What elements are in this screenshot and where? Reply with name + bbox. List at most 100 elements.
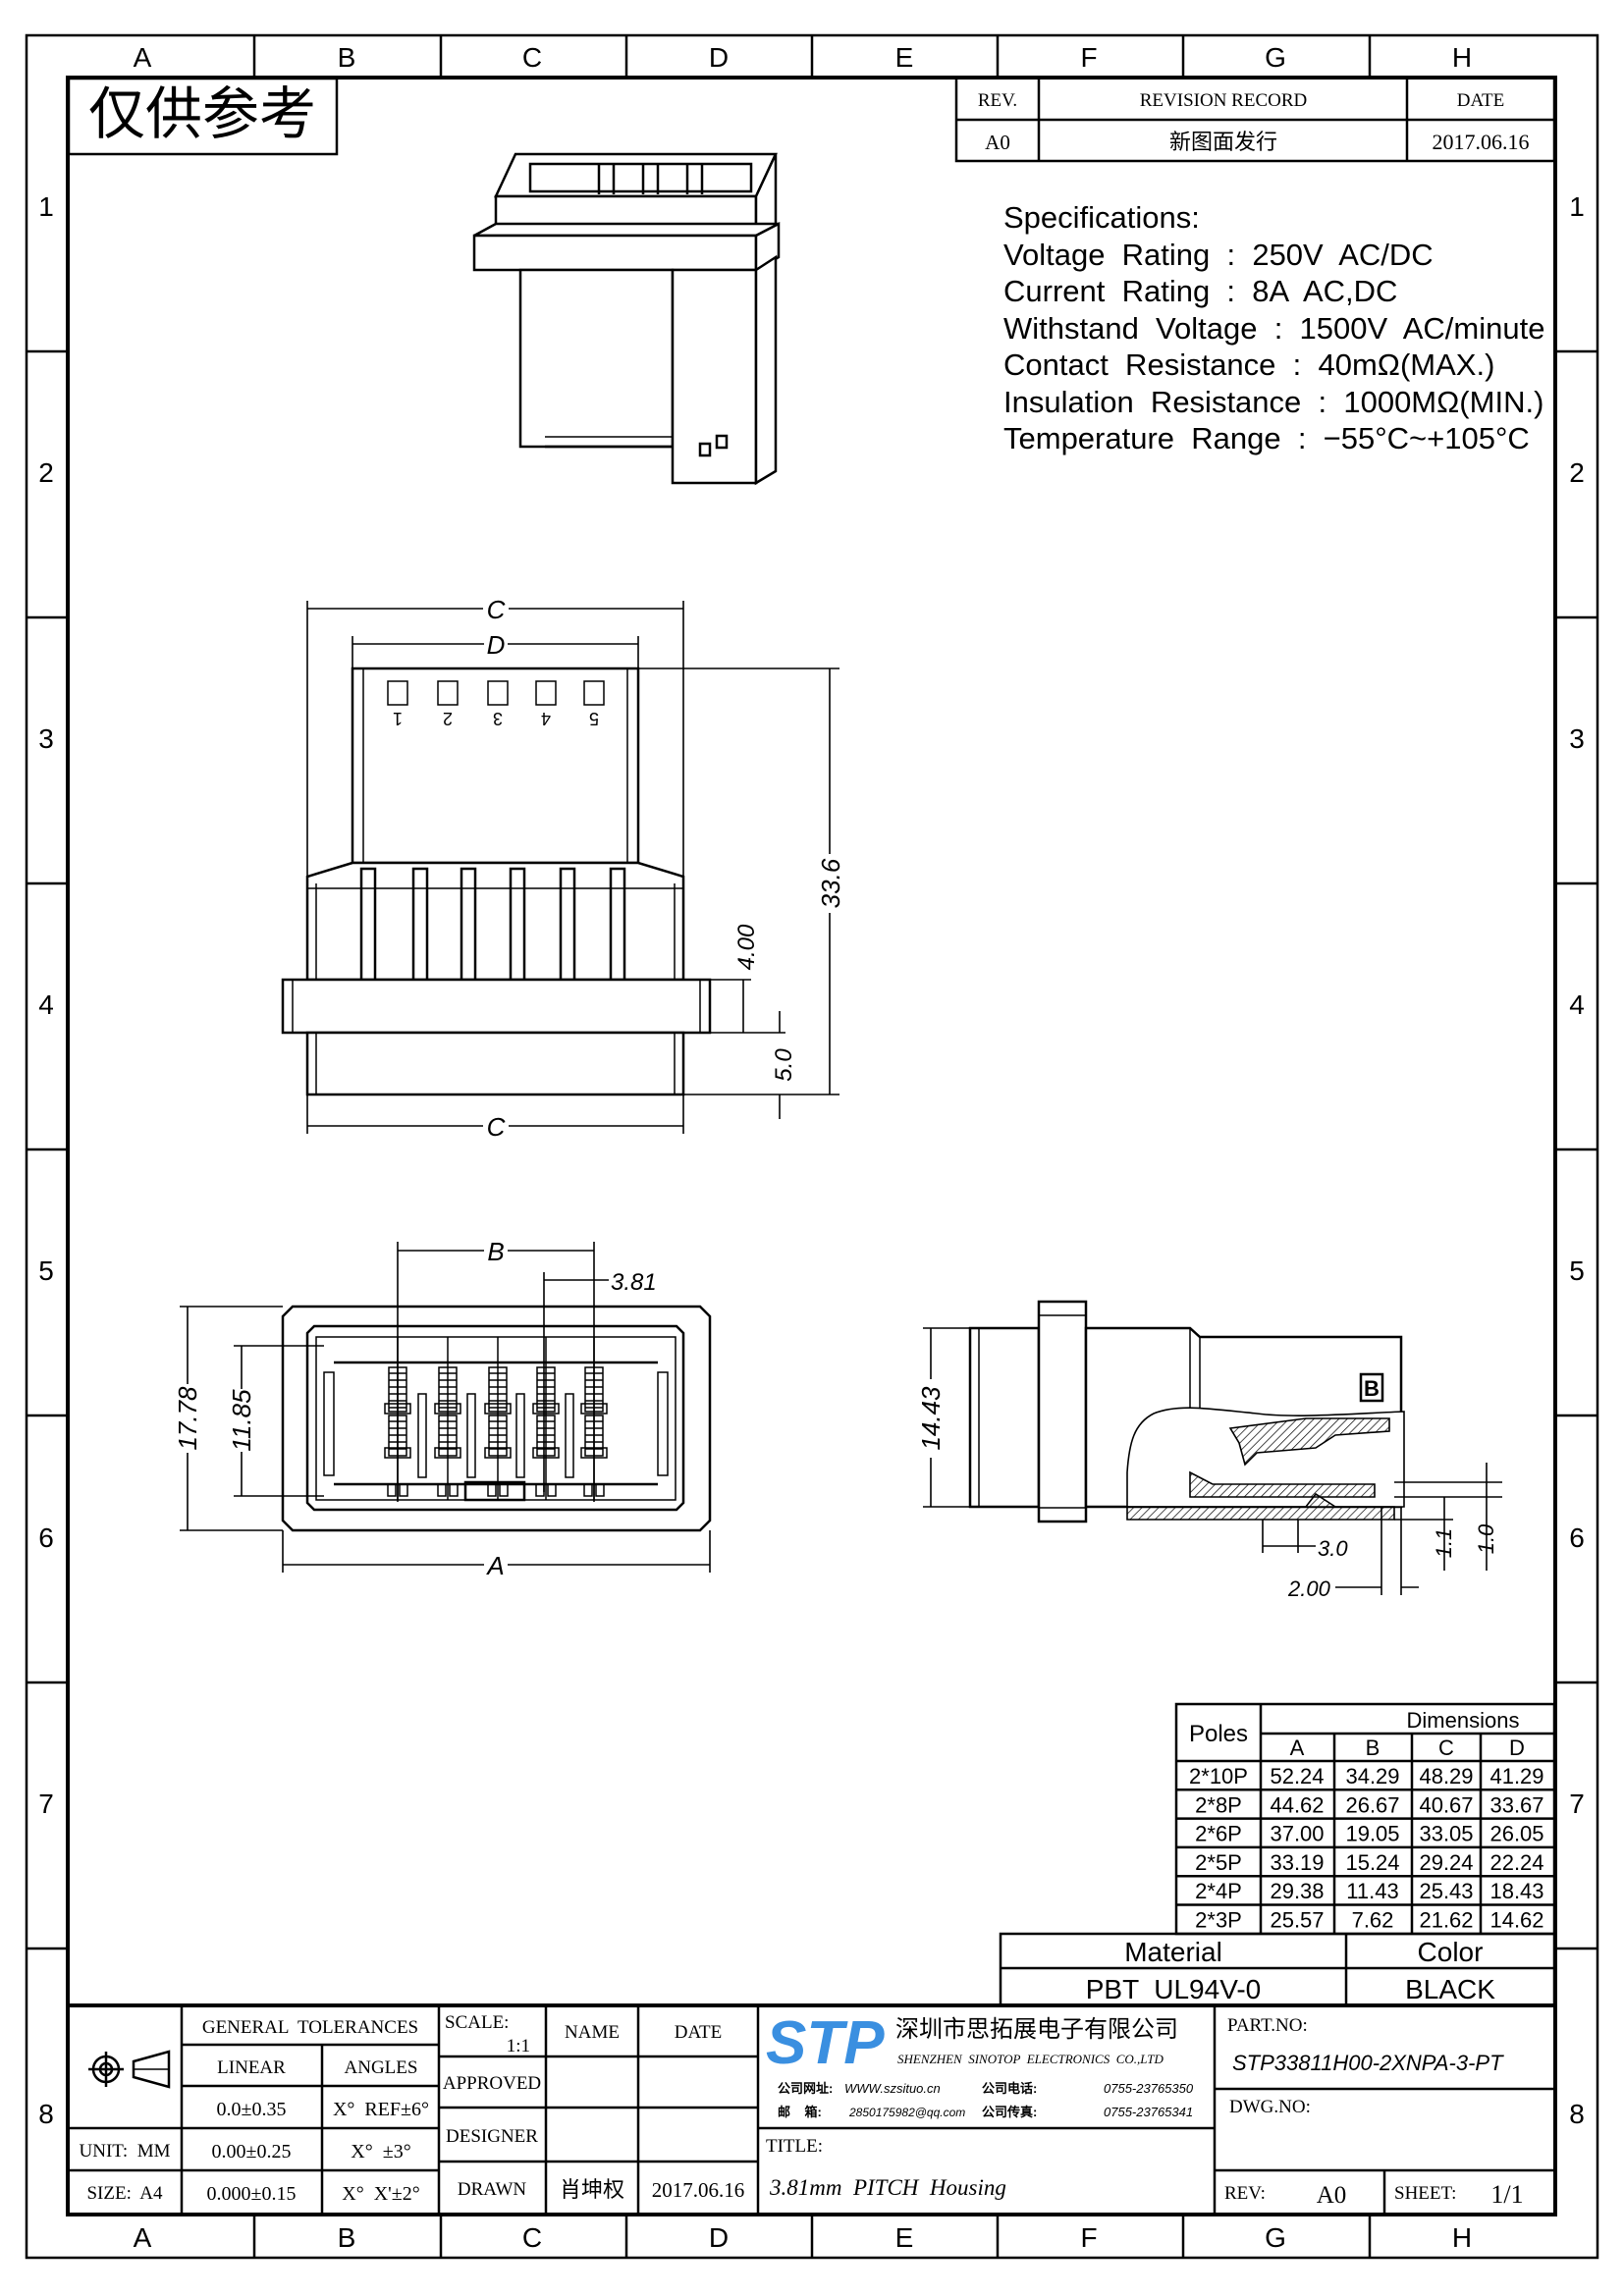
rev-number: A0 bbox=[1317, 2182, 1347, 2209]
row-label-left: 4 bbox=[38, 989, 54, 1020]
tolerance-linear-3: 0.000±0.15 bbox=[207, 2183, 297, 2205]
linear-label: LINEAR bbox=[217, 2057, 286, 2078]
angles-label: ANGLES bbox=[345, 2057, 418, 2078]
housing-rib bbox=[609, 867, 626, 982]
color-value: BLACK bbox=[1405, 1974, 1495, 2004]
housing-rib bbox=[559, 867, 576, 982]
material-label: Material bbox=[1124, 1937, 1222, 1967]
row-label-right: 5 bbox=[1569, 1255, 1585, 1286]
column-label-bottom: A bbox=[134, 2222, 152, 2253]
approved-label: APPROVED bbox=[443, 2073, 541, 2094]
row-label-left: 6 bbox=[38, 1522, 54, 1553]
column-label-top: A bbox=[134, 42, 152, 73]
dimension-cell: 29.38 bbox=[1270, 1879, 1324, 1903]
tolerance-linear-1: 0.0±0.35 bbox=[217, 2099, 287, 2120]
pin-number-label: 2 bbox=[437, 680, 459, 728]
svg-text:1: 1 bbox=[393, 709, 403, 728]
dimension-cell: 41.29 bbox=[1489, 1764, 1543, 1789]
website: WWW.szsituo.cn bbox=[844, 2081, 941, 2096]
company-name-en: SHENZHEN SINOTOP ELECTRONICS CO.,LTD bbox=[897, 2052, 1164, 2066]
fax-label: 公司传真: bbox=[982, 2105, 1037, 2119]
column-label-bottom: E bbox=[895, 2222, 914, 2253]
svg-text:3: 3 bbox=[493, 709, 503, 728]
rev-value: A0 bbox=[985, 131, 1010, 154]
spec-voltage-rating: Voltage Rating : 250V AC/DC bbox=[1003, 238, 1434, 272]
dim-height-14-43: 14.43 bbox=[916, 1386, 946, 1451]
dimension-cell: 33.67 bbox=[1489, 1792, 1543, 1817]
date-header: DATE bbox=[1457, 90, 1505, 111]
dimension-cell: 34.29 bbox=[1345, 1764, 1399, 1789]
tolerance-angle-1: X° REF±6° bbox=[333, 2099, 429, 2120]
dim-c-bottom: C bbox=[487, 1112, 506, 1142]
specifications-title: Specifications: bbox=[1003, 200, 1200, 235]
column-label-top: F bbox=[1080, 42, 1097, 73]
revision-date: 2017.06.16 bbox=[1433, 130, 1530, 154]
housing-rib bbox=[359, 867, 377, 982]
column-label-top: D bbox=[709, 42, 729, 73]
drawing-title: 3.81mm PITCH Housing bbox=[769, 2175, 1006, 2200]
spec-contact-resistance: Contact Resistance : 40mΩ(MAX.) bbox=[1003, 347, 1494, 382]
mating-face-view: B 3.81 17.78 11.85 A bbox=[173, 1237, 712, 1580]
pin-number-label: 4 bbox=[535, 680, 557, 728]
separator-wall bbox=[565, 1393, 574, 1478]
row-label-right: 7 bbox=[1569, 1789, 1585, 1819]
sheet-label: SHEET: bbox=[1394, 2183, 1456, 2204]
row-label-right: 3 bbox=[1569, 723, 1585, 754]
column-label-top: B bbox=[338, 42, 356, 73]
company-info: STP 深圳市思拓展电子有限公司 SHENZHEN SINOTOP ELECTR… bbox=[766, 2009, 1194, 2119]
revision-description: 新图面发行 bbox=[1169, 130, 1277, 154]
row-label-left: 3 bbox=[38, 723, 54, 754]
dim-1-1: 1.1 bbox=[1432, 1528, 1456, 1559]
separator-wall bbox=[417, 1393, 427, 1478]
column-label-bottom: B bbox=[338, 2222, 356, 2253]
drawn-name: 肖坤权 bbox=[560, 2177, 624, 2202]
dim-b: B bbox=[487, 1237, 504, 1266]
dim-c-top: C bbox=[487, 595, 506, 624]
part-no-label: PART.NO: bbox=[1227, 2015, 1308, 2036]
email: 2850175982@qq.com bbox=[848, 2106, 965, 2119]
housing-rib bbox=[411, 867, 429, 982]
dimensions-header: Dimensions bbox=[1407, 1708, 1520, 1733]
title-block: GENERAL TOLERANCES LINEAR ANGLES 0.0±0.3… bbox=[68, 2003, 1554, 2215]
column-label-bottom: H bbox=[1452, 2222, 1472, 2253]
poles-cell: 2*3P bbox=[1195, 1908, 1242, 1933]
dim-inner-height-11-85: 11.85 bbox=[227, 1389, 256, 1452]
dimension-cell: 52.24 bbox=[1270, 1764, 1324, 1789]
column-label-top: C bbox=[522, 42, 542, 73]
tolerance-linear-2: 0.00±0.25 bbox=[212, 2141, 292, 2163]
name-header: NAME bbox=[565, 2022, 620, 2043]
table-column-header: C bbox=[1438, 1735, 1454, 1760]
fax: 0755-23765341 bbox=[1104, 2105, 1193, 2119]
material-value: PBT UL94V-0 bbox=[1086, 1974, 1261, 2004]
dim-2-00: 2.00 bbox=[1287, 1576, 1331, 1601]
row-label-left: 2 bbox=[38, 457, 54, 488]
poles-cell: 2*5P bbox=[1195, 1850, 1242, 1875]
pin-number-label: 3 bbox=[487, 680, 509, 728]
svg-text:4: 4 bbox=[541, 709, 551, 728]
dimension-cell: 22.24 bbox=[1489, 1850, 1543, 1875]
table-column-header: D bbox=[1509, 1735, 1525, 1760]
column-label-bottom: D bbox=[709, 2222, 729, 2253]
spec-withstand-voltage: Withstand Voltage : 1500V AC/minute bbox=[1003, 311, 1544, 346]
scale-value: 1:1 bbox=[507, 2036, 530, 2056]
row-label-left: 5 bbox=[38, 1255, 54, 1286]
sheet-number: 1/1 bbox=[1490, 2180, 1523, 2209]
dimension-cell: 15.24 bbox=[1345, 1850, 1399, 1875]
specifications-block: Specifications: Voltage Rating : 250V AC… bbox=[1003, 200, 1544, 455]
dim-d: D bbox=[487, 630, 506, 660]
table-column-header: A bbox=[1290, 1735, 1305, 1760]
dimension-cell: 18.43 bbox=[1489, 1879, 1543, 1903]
phone-label: 公司电话: bbox=[982, 2081, 1037, 2096]
dim-pitch-3-81: 3.81 bbox=[611, 1269, 657, 1296]
phone: 0755-23765350 bbox=[1104, 2081, 1194, 2096]
spec-current-rating: Current Rating : 8A AC,DC bbox=[1003, 274, 1397, 308]
tolerance-angle-3: X° X'±2° bbox=[342, 2183, 419, 2205]
dim-outer-height-17-78: 17.78 bbox=[173, 1386, 202, 1451]
dimension-cell: 7.62 bbox=[1352, 1908, 1394, 1933]
pin-number-label: 1 bbox=[387, 680, 408, 728]
stamp-text: 仅供参考 bbox=[88, 82, 316, 146]
